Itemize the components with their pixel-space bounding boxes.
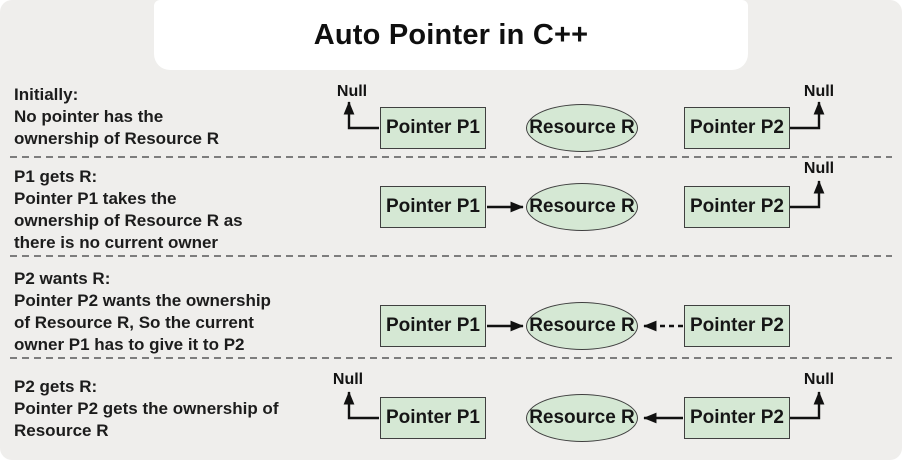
- arrow-p2-to-null-row1: [789, 101, 825, 130]
- null-label: Null: [336, 83, 368, 100]
- caption-p2-gets-r: P2 gets R: Pointer P2 gets the ownership…: [14, 377, 279, 440]
- page-title: Auto Pointer in C++: [313, 18, 589, 51]
- node-pointer-p2: Pointer P2: [684, 305, 790, 347]
- null-label: Null: [803, 160, 835, 177]
- node-pointer-p2: Pointer P2: [684, 107, 790, 149]
- arrow-p1-to-null-row4: [343, 391, 379, 420]
- caption-p2-wants-r: P2 wants R: Pointer P2 wants the ownersh…: [14, 269, 271, 354]
- arrow-p2-to-null-row2: [789, 180, 825, 209]
- node-resource-r: Resource R: [526, 104, 638, 152]
- caption-p1-gets-r: P1 gets R: Pointer P1 takes the ownershi…: [14, 167, 243, 252]
- arrow-p2-to-null-row4: [789, 391, 825, 420]
- title-box: Auto Pointer in C++: [154, 0, 748, 70]
- node-pointer-p1: Pointer P1: [380, 397, 486, 439]
- node-pointer-p1: Pointer P1: [380, 107, 486, 149]
- null-label: Null: [332, 371, 364, 388]
- node-resource-r: Resource R: [526, 302, 638, 350]
- node-pointer-p1: Pointer P1: [380, 305, 486, 347]
- null-label: Null: [803, 371, 835, 388]
- null-label: Null: [803, 83, 835, 100]
- node-resource-r: Resource R: [526, 394, 638, 442]
- caption-initially: Initially: No pointer has the ownership …: [14, 85, 219, 148]
- node-pointer-p1: Pointer P1: [380, 186, 486, 228]
- node-pointer-p2: Pointer P2: [684, 397, 790, 439]
- node-resource-r: Resource R: [526, 183, 638, 231]
- arrow-p1-to-null-row1: [343, 101, 379, 130]
- node-pointer-p2: Pointer P2: [684, 186, 790, 228]
